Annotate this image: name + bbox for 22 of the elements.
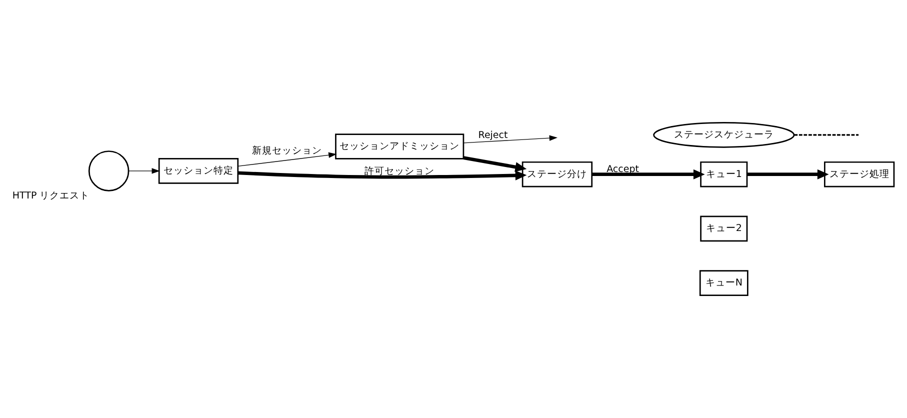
arrow — [463, 135, 558, 144]
arrow — [463, 156, 527, 172]
node-circle — [88, 150, 130, 192]
node-box: セッションアドミッション — [335, 134, 464, 160]
node-box: セッション特定 — [158, 158, 239, 184]
node-box: キューN — [699, 270, 748, 296]
arrow — [128, 168, 160, 174]
node-box: キュー1 — [700, 161, 748, 188]
node-ellipse: ステージスケジューラ — [653, 122, 795, 148]
connector — [794, 134, 859, 136]
edge-label: Reject — [478, 130, 508, 141]
arrow — [747, 169, 829, 180]
arrow — [592, 169, 705, 180]
arrow — [238, 170, 527, 180]
edge-label: 許可セッション — [364, 166, 435, 177]
node-box: ステージ処理 — [824, 161, 895, 188]
edge-label: Accept — [606, 164, 639, 175]
node-label: HTTP リクエスト — [12, 190, 90, 202]
node-box: ステージ分け — [522, 161, 593, 188]
node-box: キュー2 — [700, 216, 748, 242]
edge-label: 新規セッション — [252, 145, 322, 156]
arrow — [238, 152, 337, 167]
